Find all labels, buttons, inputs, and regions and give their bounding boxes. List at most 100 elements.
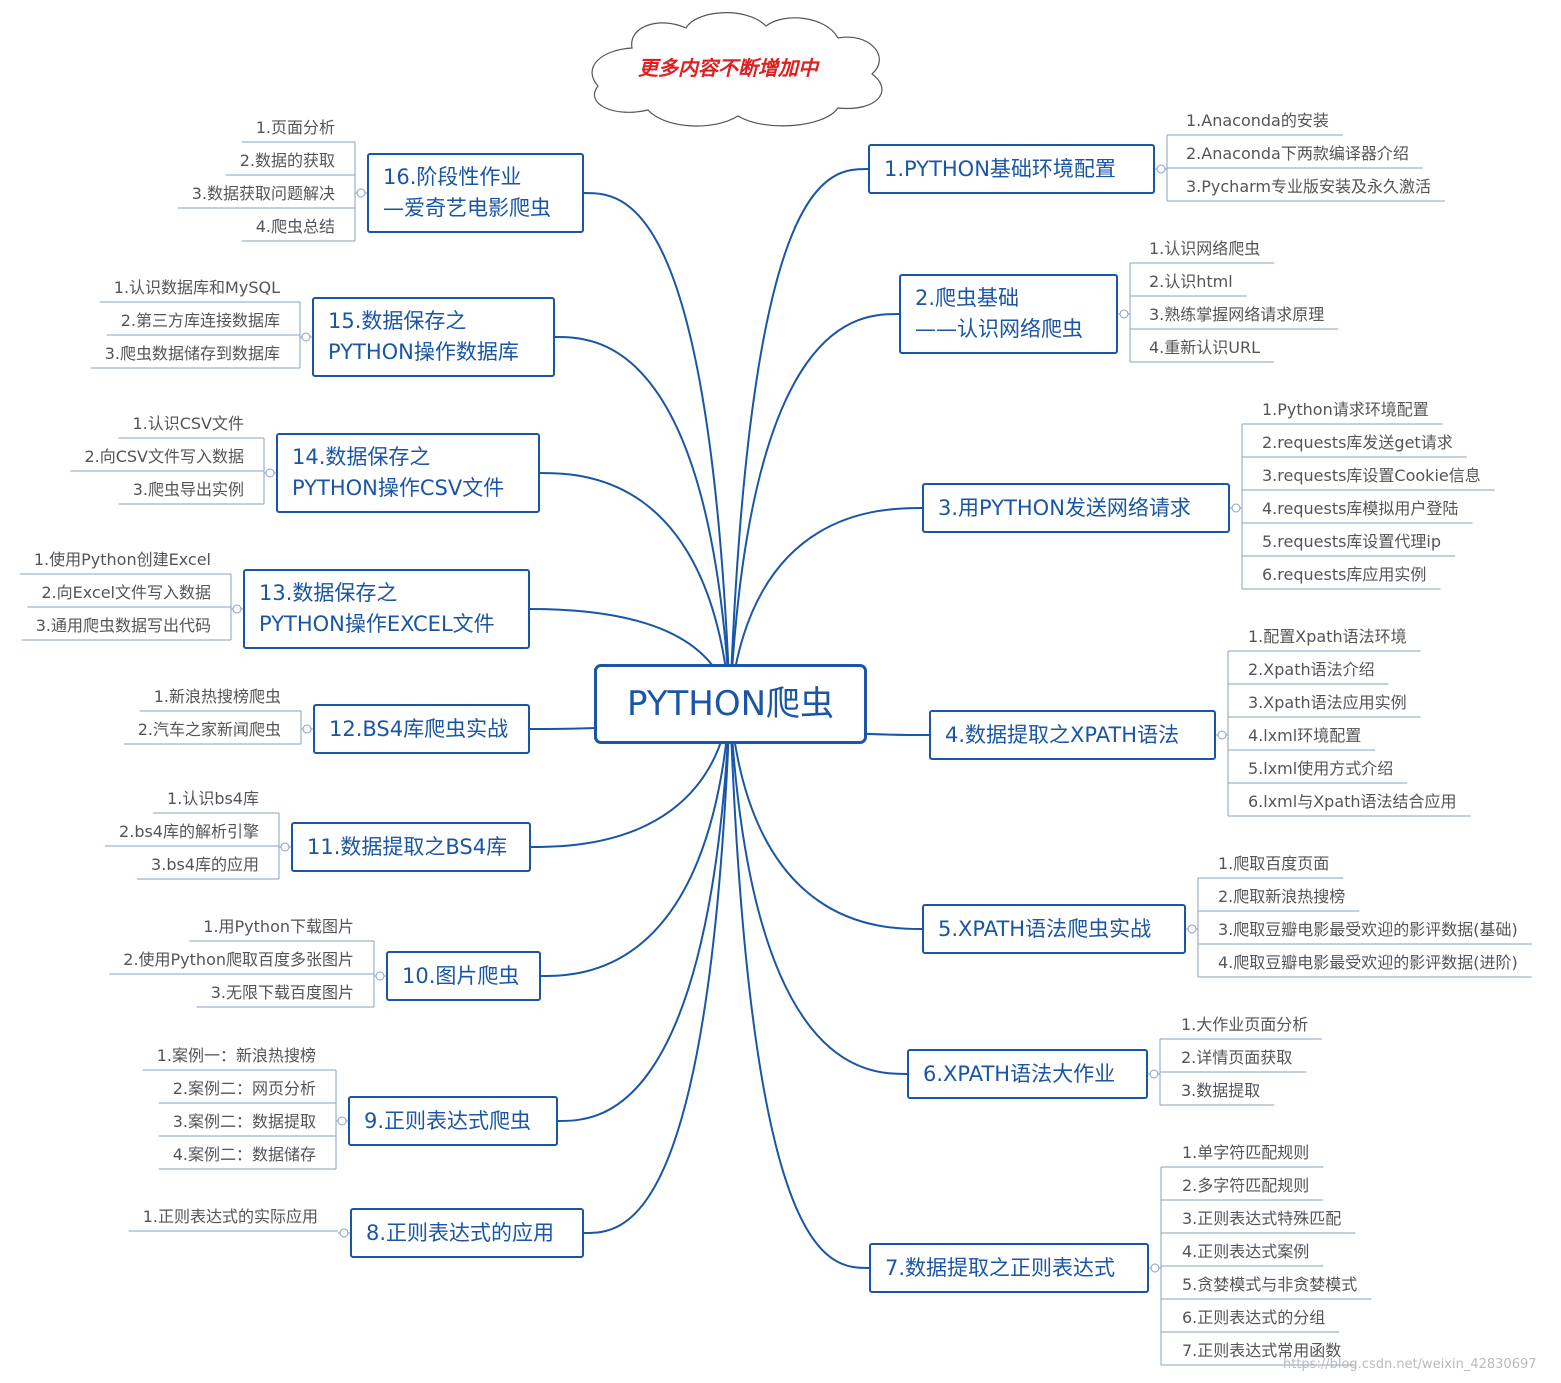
connector-b2 — [729, 313, 900, 705]
leaf-item[interactable]: 1.爬取百度页面 — [1218, 854, 1330, 873]
branch-node-b5[interactable]: 5.XPATH语法爬虫实战 — [922, 904, 1186, 954]
leaf-item[interactable]: 5.requests库设置代理ip — [1262, 532, 1442, 551]
leaf-item[interactable]: 3.爬虫数据储存到数据库 — [104, 344, 280, 363]
leaf-item[interactable]: 3.熟练掌握网络请求原理 — [1149, 305, 1325, 324]
collapse-toggle-icon[interactable] — [1150, 1263, 1160, 1273]
cloud-shape — [591, 12, 883, 127]
collapse-toggle-icon[interactable] — [301, 332, 311, 342]
leaf-item[interactable]: 1.案例一：新浪热搜榜 — [156, 1046, 316, 1065]
branch-node-b1[interactable]: 1.PYTHON基础环境配置 — [868, 144, 1155, 194]
leaf-item[interactable]: 2.多字符匹配规则 — [1182, 1176, 1310, 1195]
leaf-item[interactable]: 4.爬取豆瓣电影最受欢迎的影评数据(进阶) — [1218, 953, 1518, 972]
leaf-item[interactable]: 1.认识网络爬虫 — [1149, 239, 1261, 258]
leaf-item[interactable]: 2.向CSV文件写入数据 — [84, 447, 244, 466]
collapse-toggle-icon[interactable] — [1217, 730, 1227, 740]
leaf-item[interactable]: 2.向Excel文件写入数据 — [41, 583, 211, 602]
leaf-item[interactable]: 2.汽车之家新闻爬虫 — [137, 720, 281, 739]
leaf-item[interactable]: 2.bs4库的解析引擎 — [119, 822, 259, 841]
collapse-toggle-icon[interactable] — [232, 604, 242, 614]
leaf-item[interactable]: 1.认识bs4库 — [167, 789, 259, 808]
leaf-item[interactable]: 5.lxml使用方式介绍 — [1248, 759, 1394, 778]
collapse-toggle-icon[interactable] — [1187, 924, 1197, 934]
leaf-item[interactable]: 3.requests库设置Cookie信息 — [1262, 466, 1481, 485]
leaf-item[interactable]: 6.正则表达式的分组 — [1182, 1308, 1326, 1327]
branch-node-b8[interactable]: 8.正则表达式的应用 — [350, 1208, 584, 1258]
leaf-item[interactable]: 1.正则表达式的实际应用 — [142, 1207, 318, 1226]
branch-node-b7[interactable]: 7.数据提取之正则表达式 — [869, 1243, 1149, 1293]
branch-node-b12[interactable]: 12.BS4库爬虫实战 — [313, 704, 530, 754]
leaf-item[interactable]: 4.爬虫总结 — [255, 217, 335, 236]
branch-node-b11[interactable]: 11.数据提取之BS4库 — [291, 822, 531, 872]
leaf-item[interactable]: 1.配置Xpath语法环境 — [1248, 627, 1407, 646]
root-node[interactable]: PYTHON爬虫 — [594, 664, 867, 744]
leaf-item[interactable]: 1.Python请求环境配置 — [1262, 400, 1429, 419]
leaf-item[interactable]: 2.Anaconda下两款编译器介绍 — [1186, 144, 1409, 163]
connector-b1 — [729, 168, 869, 705]
collapse-toggle-icon[interactable] — [356, 188, 366, 198]
leaf-item[interactable]: 6.lxml与Xpath语法结合应用 — [1248, 792, 1457, 811]
leaf-item[interactable]: 1.使用Python创建Excel — [33, 550, 211, 569]
leaf-item[interactable]: 4.案例二：数据储存 — [172, 1145, 316, 1164]
leaf-item[interactable]: 1.大作业页面分析 — [1181, 1015, 1309, 1034]
leaf-item[interactable]: 2.认识html — [1149, 272, 1233, 291]
collapse-toggle-icon[interactable] — [337, 1116, 347, 1126]
branch-node-b16[interactable]: 16.阶段性作业—爱奇艺电影爬虫 — [367, 153, 584, 233]
leaf-item[interactable]: 1.新浪热搜榜爬虫 — [153, 687, 281, 706]
leaf-item[interactable]: 1.Anaconda的安装 — [1186, 111, 1329, 130]
leaf-item[interactable]: 2.案例二：网页分析 — [172, 1079, 316, 1098]
leaf-item[interactable]: 4.重新认识URL — [1149, 338, 1261, 357]
branch-label-line: 5.XPATH语法爬虫实战 — [938, 916, 1152, 941]
collapse-toggle-icon[interactable] — [1231, 503, 1241, 513]
leaf-item[interactable]: 3.bs4库的应用 — [151, 855, 259, 874]
leaf-item[interactable]: 3.Pycharm专业版安装及永久激活 — [1186, 177, 1432, 196]
collapse-toggle-icon[interactable] — [265, 468, 275, 478]
leaf-item[interactable]: 1.单字符匹配规则 — [1182, 1143, 1310, 1162]
branch-node-b10[interactable]: 10.图片爬虫 — [386, 951, 541, 1001]
branch-node-b6[interactable]: 6.XPATH语法大作业 — [907, 1049, 1148, 1099]
leaf-item[interactable]: 3.正则表达式特殊匹配 — [1182, 1209, 1342, 1228]
leaf-item[interactable]: 1.用Python下载图片 — [203, 917, 354, 936]
leaf-item[interactable]: 2.爬取新浪热搜榜 — [1218, 887, 1346, 906]
leaf-item[interactable]: 4.requests库模拟用户登陆 — [1262, 499, 1459, 518]
leaf-item[interactable]: 3.通用爬虫数据写出代码 — [35, 616, 211, 635]
branch-node-b3[interactable]: 3.用PYTHON发送网络请求 — [922, 483, 1230, 533]
leaf-item[interactable]: 3.爬取豆瓣电影最受欢迎的影评数据(基础) — [1218, 920, 1518, 939]
leaf-item[interactable]: 3.数据获取问题解决 — [191, 184, 335, 203]
connector-b7 — [729, 703, 870, 1269]
leaf-item[interactable]: 7.正则表达式常用函数 — [1182, 1341, 1342, 1360]
leaf-item[interactable]: 4.正则表达式案例 — [1182, 1242, 1310, 1261]
collapse-toggle-icon[interactable] — [302, 724, 312, 734]
leaf-item[interactable]: 2.第三方库连接数据库 — [120, 311, 280, 330]
leaf-item[interactable]: 3.无限下载百度图片 — [210, 983, 354, 1002]
leaf-item[interactable]: 2.使用Python爬取百度多张图片 — [123, 950, 354, 969]
leaf-item[interactable]: 2.Xpath语法介绍 — [1248, 660, 1375, 679]
connector-b6 — [729, 703, 908, 1075]
leaf-item[interactable]: 1.认识数据库和MySQL — [113, 278, 280, 297]
leaf-item[interactable]: 1.页面分析 — [255, 118, 335, 137]
branch-node-b4[interactable]: 4.数据提取之XPATH语法 — [929, 710, 1216, 760]
collapse-toggle-icon[interactable] — [1149, 1069, 1159, 1079]
connector-b3 — [729, 507, 923, 705]
leaf-item[interactable]: 3.案例二：数据提取 — [172, 1112, 316, 1131]
leaf-item[interactable]: 4.lxml环境配置 — [1248, 726, 1362, 745]
leaf-item[interactable]: 1.认识CSV文件 — [132, 414, 244, 433]
collapse-toggle-icon[interactable] — [1119, 309, 1129, 319]
leaf-item[interactable]: 2.requests库发送get请求 — [1262, 433, 1453, 452]
leaf-item[interactable]: 2.详情页面获取 — [1181, 1048, 1293, 1067]
branch-node-b9[interactable]: 9.正则表达式爬虫 — [348, 1096, 558, 1146]
leaf-item[interactable]: 3.爬虫导出实例 — [132, 480, 244, 499]
leaf-item[interactable]: 3.数据提取 — [1181, 1081, 1261, 1100]
collapse-toggle-icon[interactable] — [1156, 164, 1166, 174]
leaf-item[interactable]: 6.requests库应用实例 — [1262, 565, 1427, 584]
leaf-item[interactable]: 2.数据的获取 — [239, 151, 335, 170]
collapse-toggle-icon[interactable] — [375, 971, 385, 981]
collapse-toggle-icon[interactable] — [339, 1228, 349, 1238]
leaf-item[interactable]: 5.贪婪模式与非贪婪模式 — [1182, 1275, 1358, 1294]
branch-label-line: 12.BS4库爬虫实战 — [329, 716, 509, 741]
leaf-item[interactable]: 3.Xpath语法应用实例 — [1248, 693, 1407, 712]
branch-node-b2[interactable]: 2.爬虫基础——认识网络爬虫 — [899, 274, 1118, 354]
collapse-toggle-icon[interactable] — [280, 842, 290, 852]
